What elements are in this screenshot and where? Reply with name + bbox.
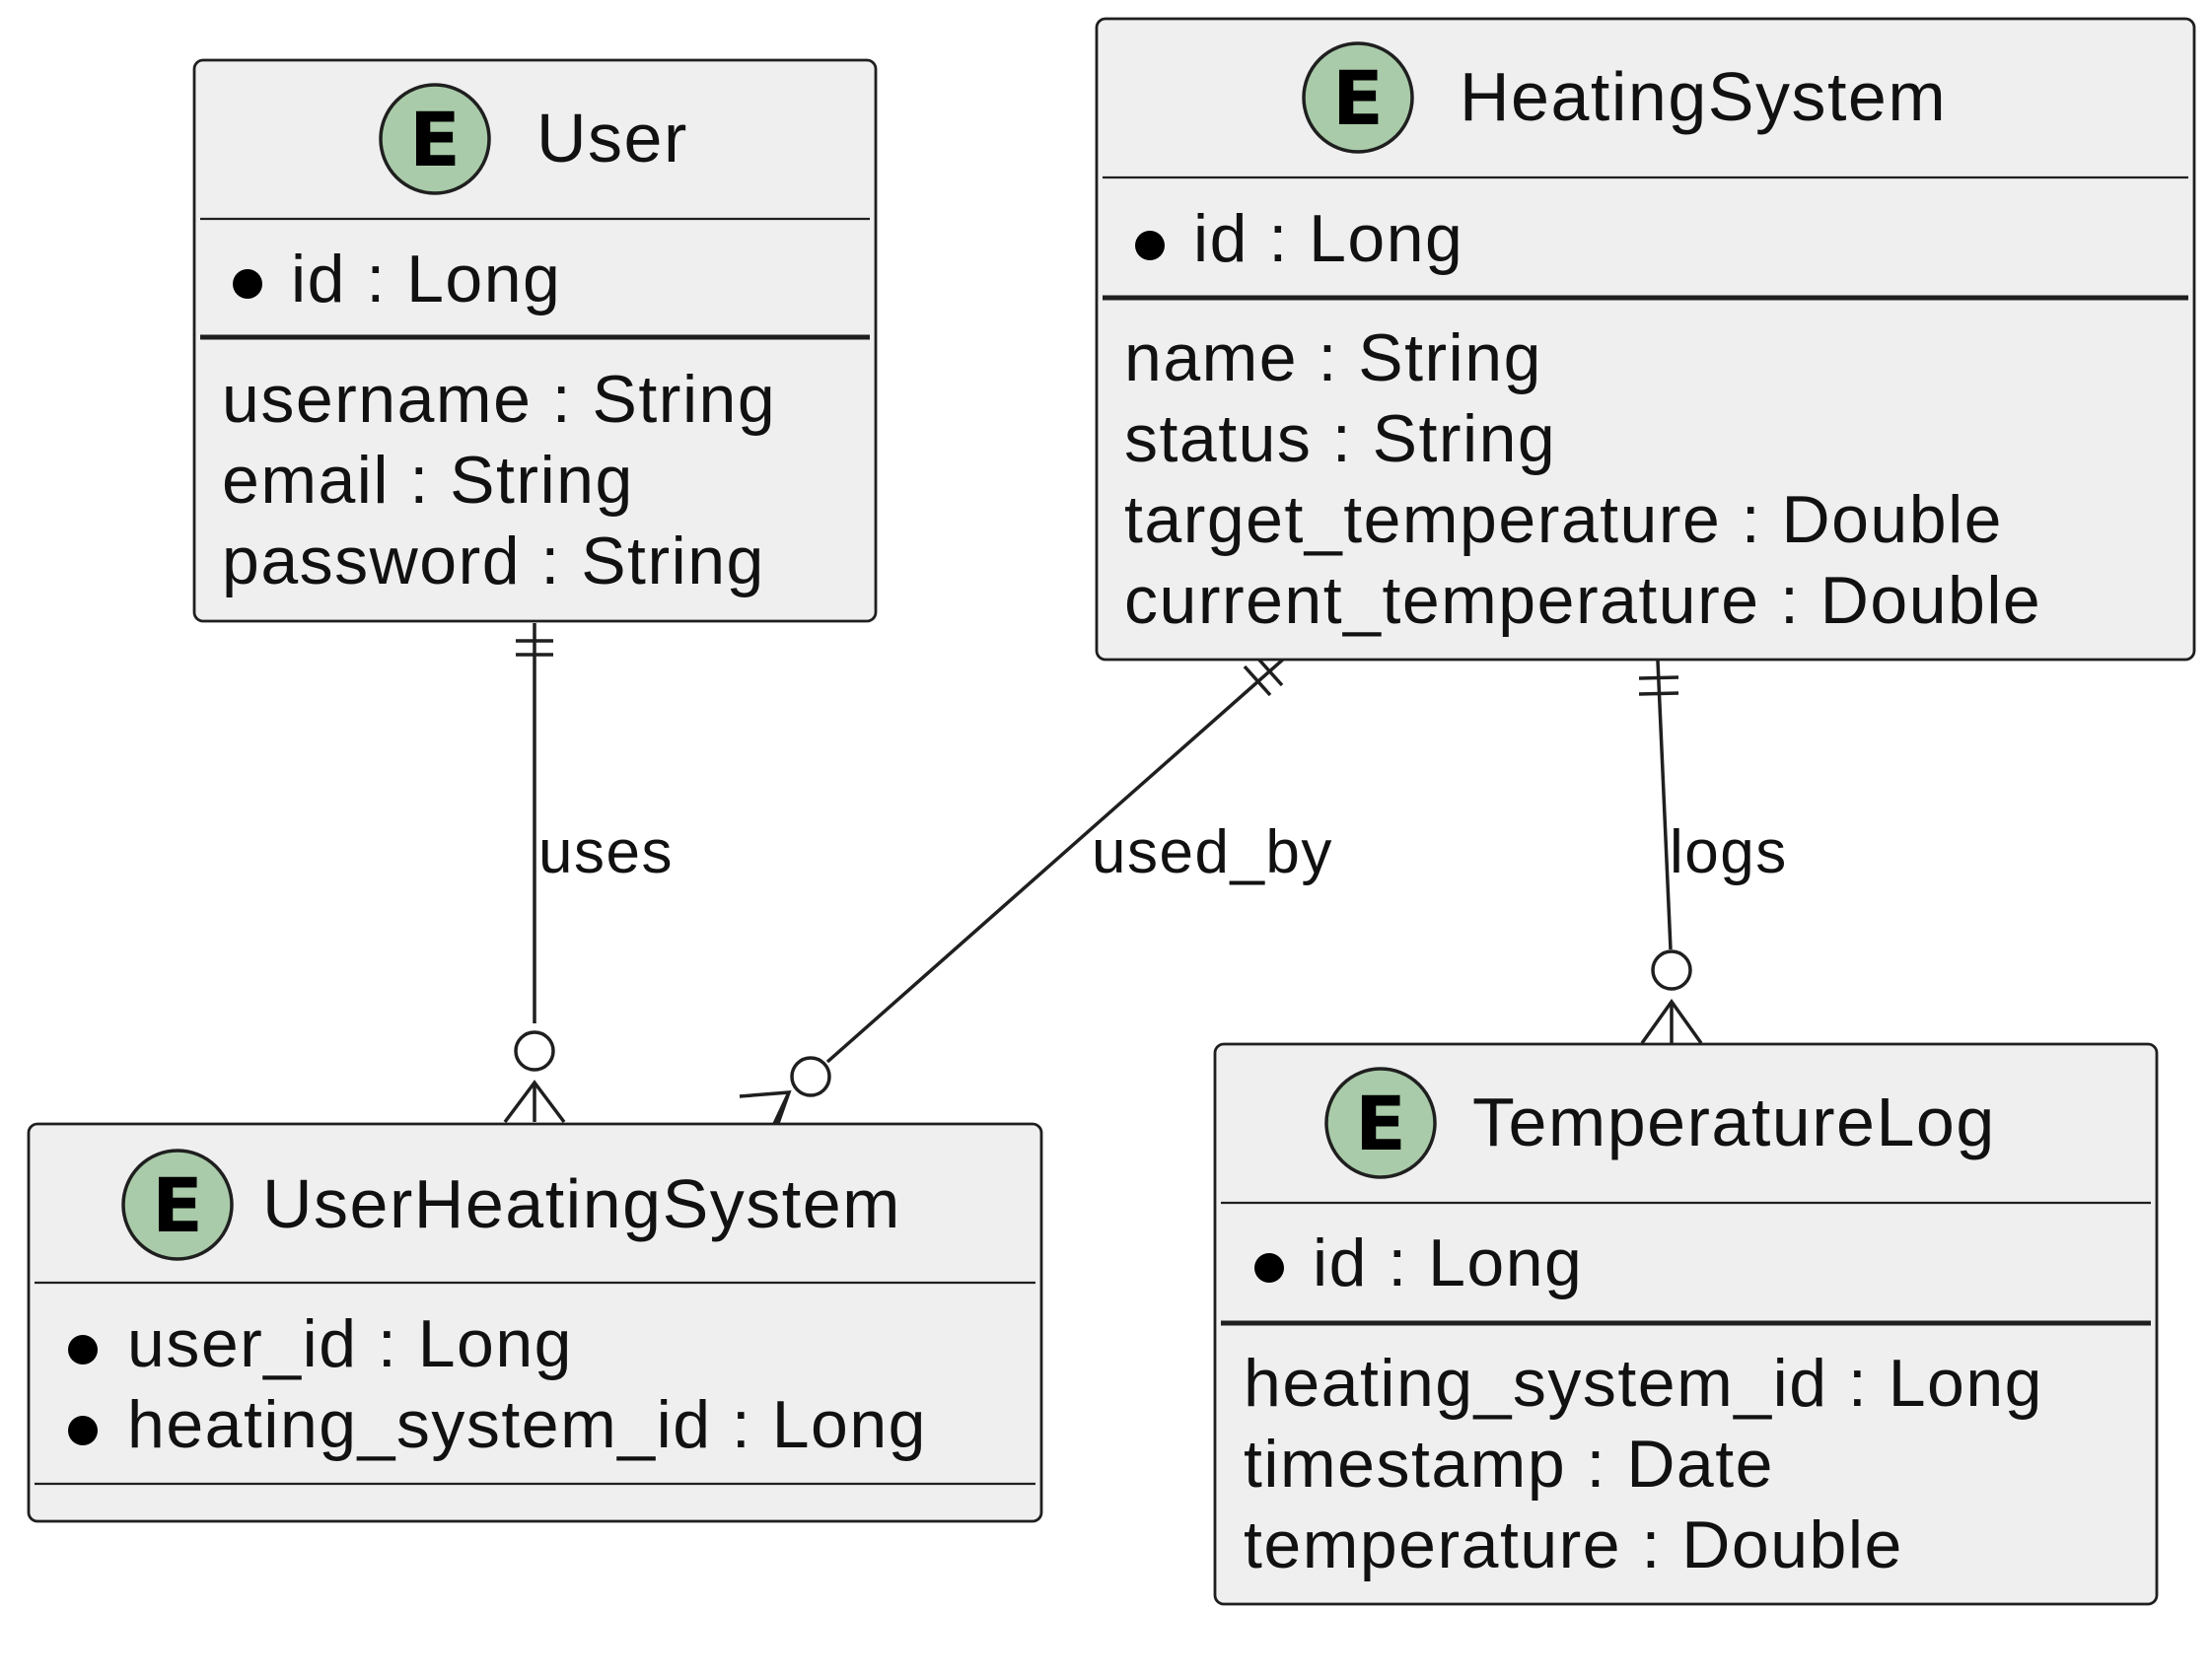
- cardinality-zero-circle: [1651, 949, 1692, 991]
- relationship-uses: uses: [503, 623, 674, 1124]
- entity-user[interactable]: E User id : Long username : String email…: [192, 58, 878, 623]
- entity-badge-letter: E: [152, 1161, 203, 1249]
- key-bullet-icon: [233, 269, 262, 299]
- key-bullet-icon: [1135, 231, 1165, 260]
- entity-key-field: id : Long: [1313, 1225, 1583, 1300]
- entity-badge-letter: E: [409, 96, 461, 183]
- entity-badge-letter: E: [1355, 1080, 1406, 1167]
- entity-heating-system[interactable]: E HeatingSystem id : Long name : String …: [1095, 17, 2196, 662]
- cardinality-zero-circle: [514, 1030, 555, 1072]
- entity-field: username : String: [222, 362, 776, 437]
- entity-field: email : String: [222, 443, 634, 518]
- entity-key-field: id : Long: [291, 242, 561, 316]
- entity-badge-icon: [379, 83, 491, 195]
- entity-title: TemperatureLog: [1472, 1084, 1996, 1160]
- key-bullet-icon: [1254, 1253, 1284, 1283]
- entity-field: current_temperature : Double: [1124, 563, 2041, 638]
- entity-field: timestamp : Date: [1244, 1427, 1774, 1502]
- relationship-used-by: used_by: [739, 655, 1333, 1127]
- cardinality-one-bar: [1638, 691, 1679, 696]
- entity-field: status : String: [1124, 401, 1556, 476]
- entity-title: UserHeatingSystem: [262, 1165, 901, 1242]
- entity-temperature-log[interactable]: E TemperatureLog id : Long heating_syste…: [1213, 1042, 2159, 1606]
- entity-badge-icon: [1324, 1067, 1437, 1179]
- relationship-label-logs: logs: [1670, 818, 1788, 886]
- relationship-label-used-by: used_by: [1092, 818, 1333, 886]
- cardinality-one-bar: [1243, 665, 1272, 697]
- entity-title: HeatingSystem: [1460, 58, 1947, 135]
- cardinality-zero-circle: [790, 1056, 831, 1097]
- entity-key-field: id : Long: [1193, 201, 1463, 276]
- entity-key-field: heating_system_id : Long: [127, 1387, 927, 1462]
- entity-key-field: user_id : Long: [127, 1306, 573, 1381]
- entity-user-heating-system[interactable]: E UserHeatingSystem user_id : Long heati…: [27, 1122, 1043, 1523]
- entity-badge-letter: E: [1332, 54, 1384, 142]
- entity-field: password : String: [222, 524, 765, 598]
- cardinality-one-bar: [1254, 655, 1284, 687]
- relationship-label-uses: uses: [538, 818, 674, 886]
- key-bullet-icon: [68, 1335, 98, 1365]
- entity-badge-icon: [121, 1149, 234, 1261]
- relationship-logs: logs: [1638, 660, 1788, 1045]
- entity-field: temperature : Double: [1244, 1507, 1903, 1582]
- cardinality-one-bar: [1638, 675, 1679, 680]
- entity-badge-icon: [1302, 41, 1414, 154]
- key-bullet-icon: [68, 1416, 98, 1445]
- entity-field: name : String: [1124, 320, 1542, 395]
- entity-title: User: [536, 100, 688, 176]
- entity-field: target_temperature : Double: [1124, 482, 2003, 557]
- entity-field: heating_system_id : Long: [1244, 1346, 2043, 1421]
